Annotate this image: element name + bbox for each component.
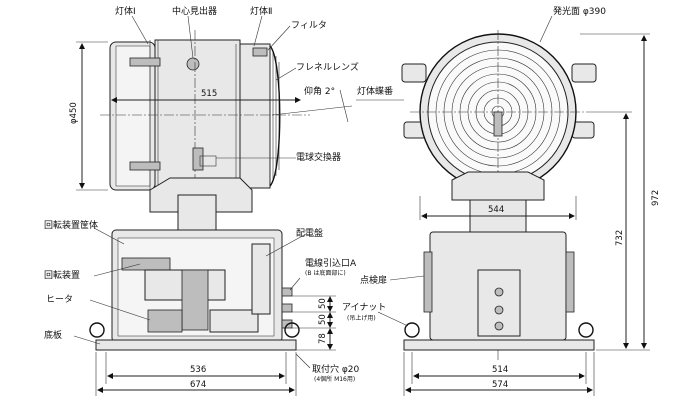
dim-d514: 514 [492,365,508,375]
label-center-sight: 中心見出器 [172,5,217,17]
dim-d674: 674 [190,380,206,390]
rotating-shaft [177,194,217,236]
label-lamp-body-2: 灯体Ⅱ [250,5,272,17]
base-plate [95,339,297,351]
dim-d50a: 50 [318,298,328,309]
eye-nut-left-icon [89,322,105,338]
dim-d574: 574 [492,380,508,390]
center-sight-icon [186,57,200,71]
label-bulb-changer: 電球交換器 [296,151,341,163]
rotating-device-body [121,257,171,271]
dim-d78: 78 [318,333,328,344]
eye-nut-right-icon [284,322,300,338]
label-base-plate: 底板 [44,329,62,341]
dimension-text: φ450 515 544 972 732 50 50 78 536 674 51… [69,89,661,390]
label-rotating-device: 回転装置 [44,269,80,281]
label-mount-hole: 取付穴 φ20 [312,363,360,375]
label-elevation-angle: 仰角 2° [304,85,335,97]
label-lamp-body-1: 灯体Ⅰ [115,5,136,17]
label-inspection-door: 点検扉 [360,274,387,286]
label-mount-hole-note: (4個所 M16用) [314,375,355,383]
label-cable-inlet: 電線引込口A [305,257,357,269]
switchboard-panel [251,243,271,315]
dim-d536: 536 [190,365,206,375]
heater-unit [147,309,183,333]
front-view [401,30,597,360]
label-lamp-hinge: 灯体蝶番 [357,85,393,97]
label-emitting-surface: 発光面 φ390 [553,5,606,17]
leader-lines [73,15,553,369]
dim-d50b: 50 [318,314,328,325]
dim-d972: 972 [651,190,661,206]
dim-d732: 732 [615,230,625,246]
label-eye-nut: アイナット [342,302,386,313]
dim-d515: 515 [201,89,217,99]
dim-d544: 544 [488,205,504,215]
front-eye-nut-left-icon [404,322,420,338]
dimension-lines [76,33,650,396]
label-eye-nut-note: (吊上げ用) [347,314,376,322]
labels: 灯体Ⅰ 中心見出器 灯体Ⅱ フィルタ フレネルレンズ 仰角 2° 灯体蝶番 電球… [44,5,606,383]
label-switchboard: 配電盤 [296,227,323,239]
label-filter: フィルタ [291,20,327,31]
front-eye-nut-right-icon [578,322,594,338]
label-rotating-housing: 回転装置筐体 [44,219,98,231]
side-view [89,30,310,351]
label-heater: ヒータ [46,294,73,305]
lamp-body-2-shell [239,43,271,189]
label-fresnel-lens: フレネルレンズ [296,61,359,73]
dim-d450: φ450 [69,102,79,124]
label-cable-inlet-note: (B は底面部に) [305,269,346,277]
fresnel-lens-side [269,50,280,182]
